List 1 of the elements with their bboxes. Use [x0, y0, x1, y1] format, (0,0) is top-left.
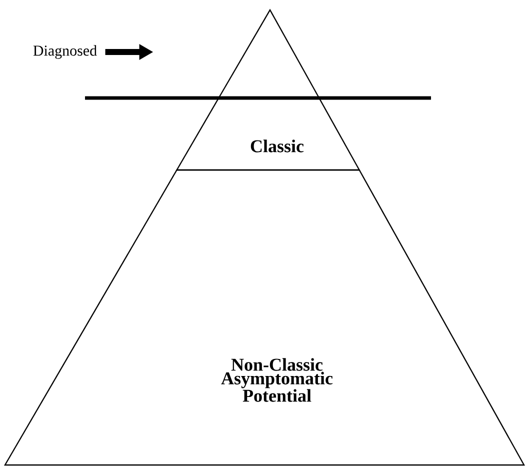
- label-text: Diagnosed: [33, 45, 97, 59]
